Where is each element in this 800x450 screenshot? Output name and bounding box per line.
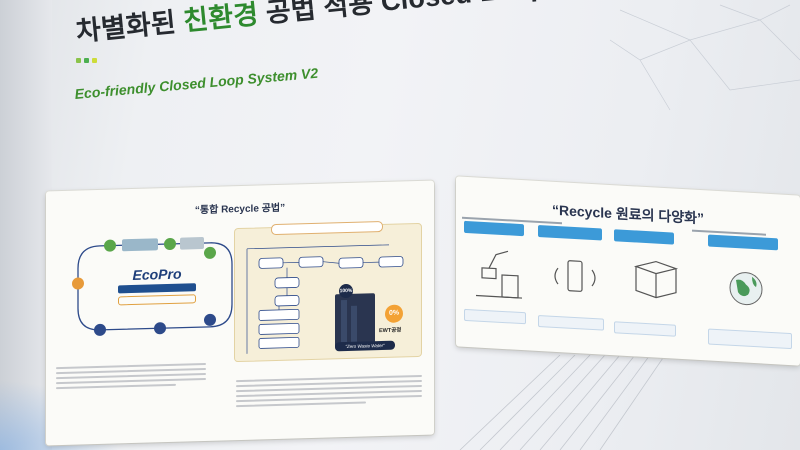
integrated-recycle-panel: “통합 Recycle 공법” EcoPro [46,180,434,446]
ecopro-caption-bar [118,283,196,294]
material-column-2-header [538,224,602,241]
wall-title: 차별화된 친환경 공법 적용 Closed Loop System [74,0,652,49]
wall-column [0,0,52,450]
right-description-text [236,374,422,410]
material-column-2 [538,224,602,241]
process-flow-tag [271,221,383,236]
battery-cycle-icon [554,260,596,292]
floor-line-graphic [459,355,666,450]
wall-line-graphic [609,4,800,111]
material-note-3 [614,321,676,337]
material-column-4 [708,234,778,251]
ecopro-system-badge: EcoPro [118,265,196,306]
globe-icon [729,272,763,306]
wall-title-accent: 친환경 [182,0,260,37]
left-panel-title: “통합 Recycle 공법” [194,202,286,217]
closed-loop-diagram [72,237,233,336]
wall-title-suffix: 공법 적용 Closed Loop System [257,0,651,29]
material-icons [476,250,763,306]
material-note-4 [708,328,792,350]
wall-title-prefix: 차별화된 [74,6,185,47]
box-icon [633,260,679,299]
ewt-process-label: EWT공정 [379,327,402,335]
ecopro-logo: EcoPro [132,265,182,284]
material-column-1 [464,220,524,237]
material-column-3 [614,229,674,245]
robot-arm-icon [476,250,522,299]
process-flow-diagram [246,244,404,354]
material-note-1 [464,308,526,325]
wall-subtitle: Eco-friendly Closed Loop System V2 [74,64,319,102]
material-column-1-header [464,220,524,237]
material-column-4-header [708,234,778,251]
zero-waste-water-label: “Zero Waste Water” [335,340,395,352]
recycle-material-panel: “Recycle 원료의 다양화” [456,176,800,366]
title-decoration [76,50,100,68]
left-description-text [56,362,206,392]
process-flow-box: 100% 0% EWT공정 “Zero Waste Water” [234,221,422,363]
material-note-2 [538,314,604,331]
material-column-3-header [614,229,674,245]
